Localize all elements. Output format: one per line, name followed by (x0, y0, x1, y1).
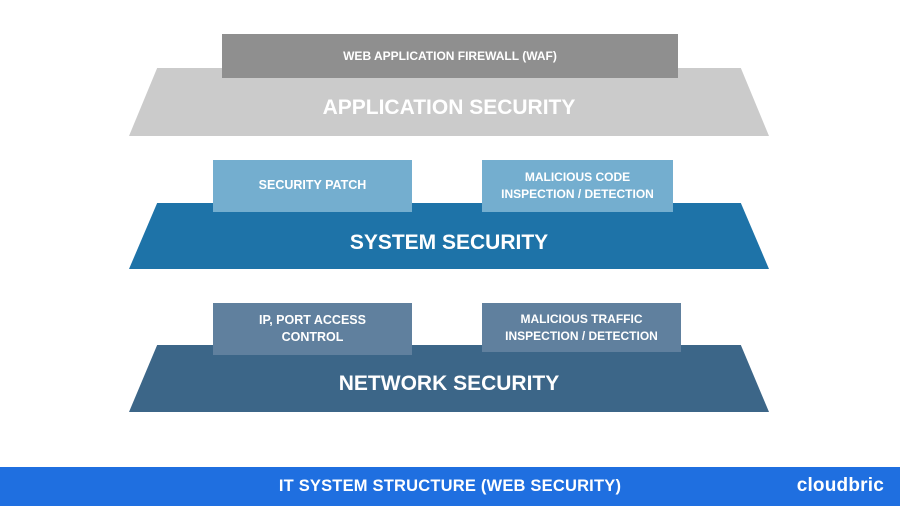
application-security-layer: APPLICATION SECURITY (129, 68, 769, 136)
application-security-label: APPLICATION SECURITY (322, 96, 576, 119)
ip-port-access-box: IP, PORT ACCESS CONTROL (213, 303, 412, 355)
security-patch-box: SECURITY PATCH (213, 160, 412, 212)
waf-box: WEB APPLICATION FIREWALL (WAF) (222, 34, 678, 78)
footer-bar: IT SYSTEM STRUCTURE (WEB SECURITY) cloud… (0, 467, 900, 506)
footer-title: IT SYSTEM STRUCTURE (WEB SECURITY) (278, 477, 622, 495)
system-security-label: SYSTEM SECURITY (349, 231, 549, 254)
malicious-traffic-box: MALICIOUS TRAFFIC INSPECTION / DETECTION (482, 303, 681, 352)
system-security-layer: SYSTEM SECURITY (129, 203, 769, 269)
network-security-label: NETWORK SECURITY (338, 371, 560, 395)
malicious-code-box: MALICIOUS CODE INSPECTION / DETECTION (482, 160, 673, 212)
cloudbric-logo: cloudbric (796, 475, 884, 496)
network-security-layer: NETWORK SECURITY (129, 345, 769, 412)
